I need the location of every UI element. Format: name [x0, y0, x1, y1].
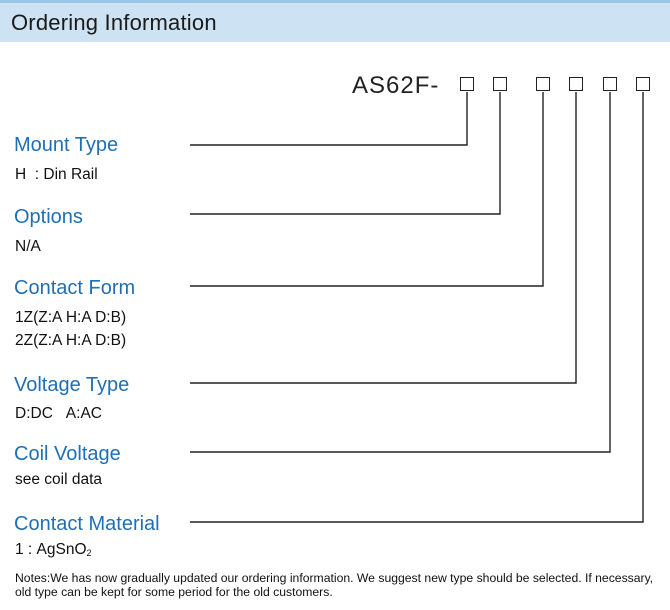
contact-form-title: Contact Form — [14, 277, 136, 299]
contact-material-subscript: 2 — [86, 548, 92, 558]
contact-form-value-2: 2Z(Z:A H:A D:B) — [15, 332, 127, 349]
header-bar: Ordering Information — [0, 0, 670, 42]
coil-voltage-title: Coil Voltage — [14, 443, 121, 465]
code-box-mount-type — [460, 77, 474, 91]
code-box-contact-material — [636, 77, 650, 91]
options-value: N/A — [15, 238, 41, 255]
contact-form-value-1: 1Z(Z:A H:A D:B) — [15, 309, 127, 326]
code-box-options — [493, 77, 507, 91]
voltage-type-value: D:DC A:AC — [15, 405, 102, 422]
notes-text: Notes:We has now gradually updated our o… — [15, 571, 654, 599]
connector-coil-voltage — [190, 92, 611, 453]
connector-contact-material — [190, 92, 644, 523]
connector-options — [190, 92, 501, 215]
code-box-voltage-type — [569, 77, 583, 91]
model-prefix: AS62F- — [352, 72, 440, 99]
contact-material-title: Contact Material — [14, 513, 160, 535]
voltage-type-title: Voltage Type — [14, 374, 130, 396]
code-box-coil-voltage — [603, 77, 617, 91]
connector-mount-type — [190, 92, 468, 146]
mount-type-title: Mount Type — [14, 134, 119, 156]
contact-material-value: 1 : AgSnO2 — [15, 539, 92, 564]
mount-type-value: H : Din Rail — [15, 166, 98, 183]
connector-voltage-type — [190, 92, 577, 384]
options-title: Options — [14, 206, 83, 228]
coil-voltage-value: see coil data — [15, 471, 103, 488]
code-box-contact-form — [536, 77, 550, 91]
contact-material-text: 1 : AgSnO — [15, 541, 87, 558]
page-title: Ordering Information — [11, 10, 217, 35]
connector-contact-form — [190, 92, 544, 287]
